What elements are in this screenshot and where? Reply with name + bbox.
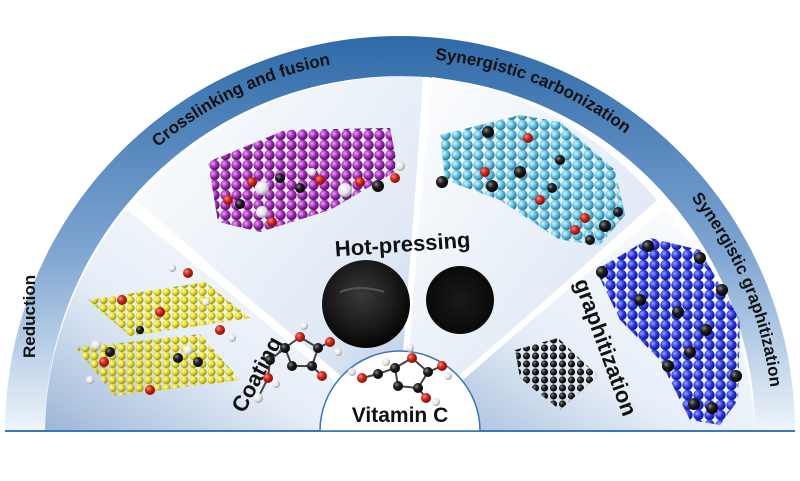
- graphene-layers: [76, 264, 250, 396]
- label-reduction: Reduction: [20, 275, 39, 358]
- blue-film: [596, 238, 742, 425]
- disc-reflection: [339, 287, 385, 293]
- purple-film: [208, 128, 405, 232]
- center-semicircle: [319, 350, 481, 432]
- cyan-film: [436, 115, 625, 245]
- label-vitamin-c: Vitamin C: [352, 404, 448, 427]
- graphite-cluster: [515, 338, 598, 410]
- vitamin-c-atoms-center: [348, 344, 452, 406]
- pressed-film-disc-right: [426, 266, 494, 334]
- pressed-film-disc-left: [322, 260, 410, 348]
- vitamin-c-atoms-left: [253, 322, 342, 403]
